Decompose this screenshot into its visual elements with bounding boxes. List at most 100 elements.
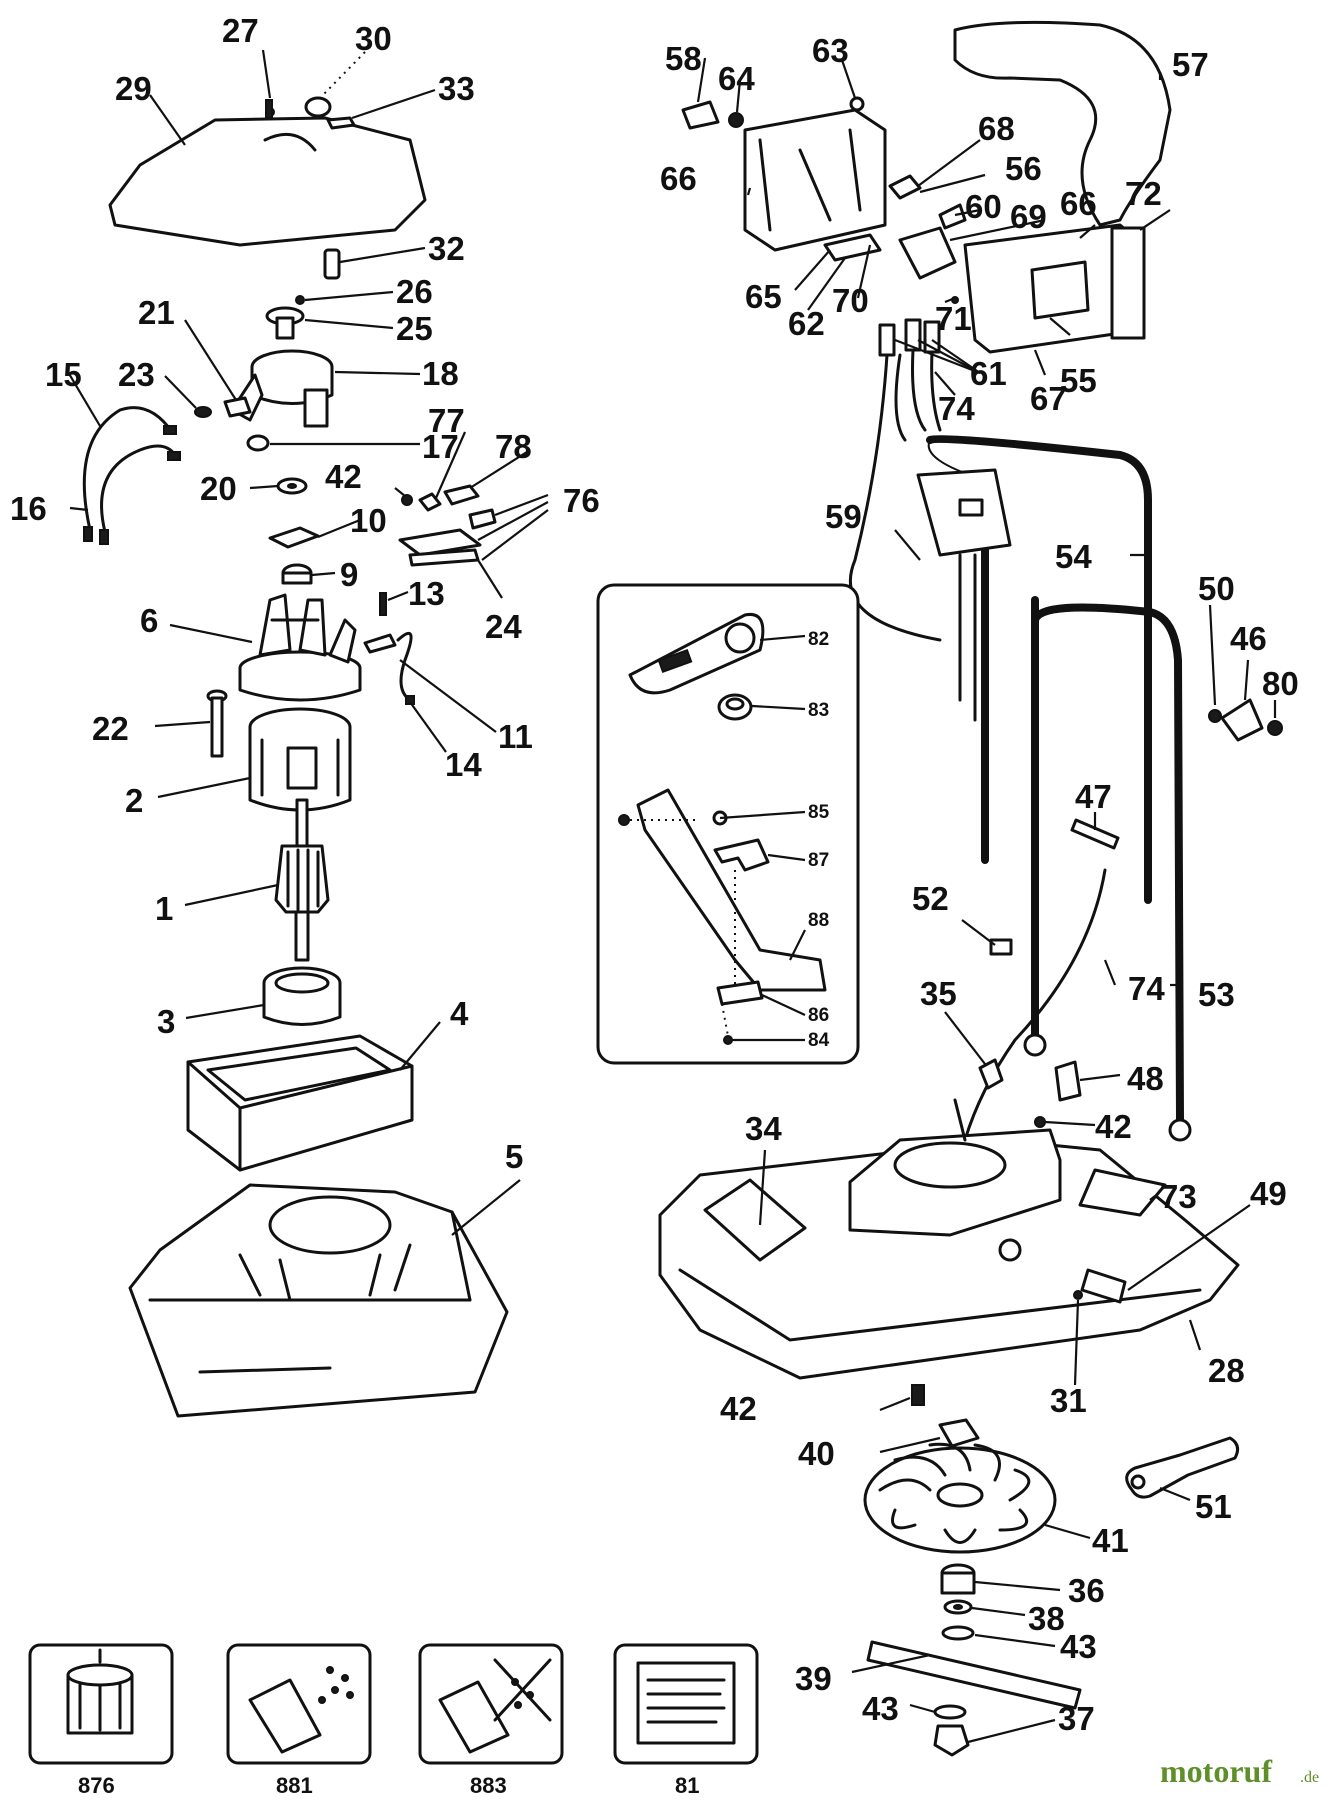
lower-washer-part <box>933 1704 967 1720</box>
label-32: 32 <box>428 230 465 267</box>
handle-bolt-part <box>1070 818 1120 850</box>
label-13: 13 <box>408 575 445 612</box>
brush-screw-part <box>379 592 387 616</box>
watermark-tld: .de <box>1300 1769 1319 1786</box>
hook-cap-part <box>713 838 770 872</box>
spacer-washer-part <box>943 1599 973 1615</box>
label-66b: 66 <box>1060 185 1097 222</box>
power-cable-part <box>963 868 1107 1142</box>
label-72: 72 <box>1125 175 1162 212</box>
handle-nut-part <box>989 938 1013 956</box>
label-84: 84 <box>808 1030 830 1051</box>
site-watermark-logo: motoruf .de <box>1160 1753 1319 1789</box>
label-46: 46 <box>1230 620 1267 657</box>
label-11: 11 <box>498 718 533 755</box>
label-29: 29 <box>115 70 152 107</box>
label-58: 58 <box>665 40 702 77</box>
strain-relief-part <box>978 1058 1004 1090</box>
detail-inset-panel <box>596 583 860 1065</box>
label-57: 57 <box>1172 46 1209 83</box>
clamp-screw-part <box>1034 1116 1046 1128</box>
label-17: 17 <box>422 428 459 465</box>
service-icons-row: 876 881 883 81 <box>28 1643 759 1798</box>
cover-screw-part <box>265 99 273 119</box>
handle-switch-housing-part <box>916 468 1012 722</box>
label-26: 26 <box>396 273 433 310</box>
label-21: 21 <box>138 294 175 331</box>
spring-part <box>323 248 341 280</box>
label-85: 85 <box>808 802 830 823</box>
label-20: 20 <box>200 470 237 507</box>
label-42a: 42 <box>325 458 362 495</box>
label-56: 56 <box>1005 150 1042 187</box>
label-30: 30 <box>355 20 392 57</box>
label-50: 50 <box>1198 570 1235 607</box>
label-64: 64 <box>718 60 755 97</box>
part-number-labels: 27 30 29 33 32 26 25 21 23 18 15 17 16 2… <box>10 12 1299 1737</box>
label-23: 23 <box>118 356 155 393</box>
handle-grip-part <box>953 20 1172 227</box>
label-67: 67 <box>1030 380 1067 417</box>
label-82: 82 <box>808 629 829 650</box>
label-14: 14 <box>445 746 482 783</box>
label-43a: 43 <box>1060 1628 1097 1665</box>
label-48: 48 <box>1127 1060 1164 1097</box>
cable-clip-part <box>717 693 753 721</box>
label-53: 53 <box>1198 976 1235 1013</box>
hood-screw-part <box>1073 1290 1083 1300</box>
label-5: 5 <box>505 1138 523 1175</box>
cable-clamp-part <box>1054 1060 1082 1102</box>
mower-hood-part <box>658 1098 1240 1380</box>
thermal-lead-part <box>363 631 415 705</box>
wet-cleaning-icon <box>226 1643 372 1765</box>
impeller-fan-part <box>863 1442 1057 1554</box>
cutting-blade-part <box>866 1640 1082 1710</box>
label-71: 71 <box>935 300 972 337</box>
stator-part <box>248 707 352 812</box>
label-28: 28 <box>1208 1352 1245 1389</box>
handle-clamp-part <box>1208 698 1283 742</box>
no-water-icon <box>418 1643 564 1765</box>
label-83: 83 <box>808 700 829 721</box>
spanner-part <box>1125 1436 1240 1499</box>
filter-frame-part <box>186 1034 414 1172</box>
switch-plug-part <box>888 174 922 200</box>
label-39: 39 <box>795 1660 832 1697</box>
switch-lever-part <box>223 396 252 418</box>
impeller-screw-part <box>911 1384 925 1406</box>
instruction-label-icon <box>613 1643 759 1765</box>
brush-box-part <box>238 593 362 702</box>
cable-clamp-plate-part <box>628 612 765 695</box>
label-70: 70 <box>832 282 869 319</box>
upper-washer-part <box>941 1625 975 1641</box>
label-49: 49 <box>1250 1175 1287 1212</box>
label-47: 47 <box>1075 778 1112 815</box>
label-55: 55 <box>1060 362 1097 399</box>
label-77: 77 <box>428 402 465 439</box>
brush-holder-part <box>398 484 497 567</box>
label-10: 10 <box>350 502 387 539</box>
switch-cover-plate-part <box>963 223 1146 354</box>
service-code-881: 881 <box>276 1773 313 1798</box>
label-74a: 74 <box>938 390 975 427</box>
label-27: 27 <box>222 12 259 49</box>
label-60: 60 <box>965 188 1002 225</box>
watermark-name: motoruf <box>1160 1753 1272 1789</box>
service-code-81: 81 <box>675 1773 699 1798</box>
fan-housing-part <box>262 966 342 1026</box>
label-80: 80 <box>1262 665 1299 702</box>
label-18: 18 <box>422 355 459 392</box>
label-68: 68 <box>978 110 1015 147</box>
hook-plate-part <box>716 980 764 1006</box>
label-52: 52 <box>912 880 949 917</box>
label-35: 35 <box>920 975 957 1012</box>
label-86: 86 <box>808 1005 829 1026</box>
label-9: 9 <box>340 556 358 593</box>
hook-screw-part <box>723 1035 733 1045</box>
motor-assembly-icon <box>28 1643 174 1765</box>
label-15: 15 <box>45 356 82 393</box>
label-59: 59 <box>825 498 862 535</box>
switch-box-part <box>743 108 887 252</box>
label-87: 87 <box>808 850 829 871</box>
